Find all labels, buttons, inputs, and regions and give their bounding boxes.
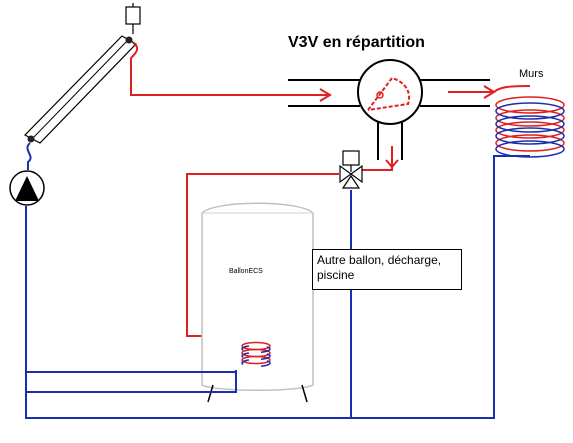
pump-icon (15, 176, 39, 201)
collector-sensor-bottom (27, 135, 35, 143)
air-vent-icon (125, 6, 141, 25)
hot-pipes (130, 42, 531, 369)
hot-water-tank (201, 202, 314, 403)
solar-collector (24, 3, 141, 144)
three-way-valve (288, 59, 490, 160)
diagram-title: V3V en répartition (288, 34, 425, 51)
cold-pipes (25, 142, 530, 419)
diverter-valve (339, 150, 363, 189)
tank-label: BallonECS (229, 268, 263, 275)
circulation-pump (9, 170, 45, 206)
other-outlet-note: Autre ballon, décharge, piscine (312, 249, 462, 290)
tank-coil (241, 341, 271, 368)
actuator-icon (342, 150, 360, 166)
wall-heating-coil (495, 96, 565, 158)
collector-sensor-top (125, 36, 133, 44)
walls-label: Murs (519, 68, 544, 80)
